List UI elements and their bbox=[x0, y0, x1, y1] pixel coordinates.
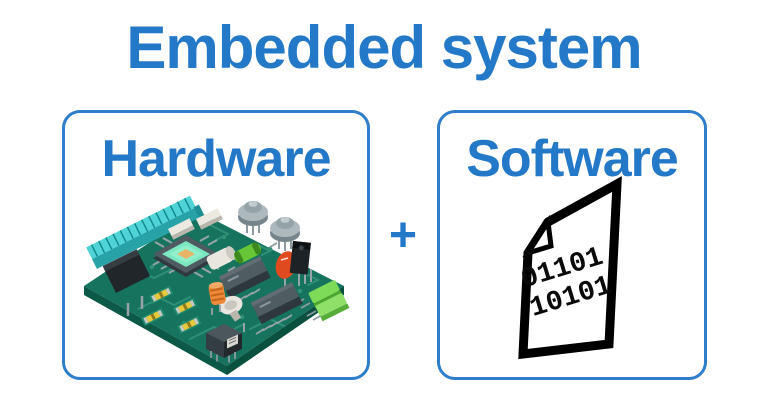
page-title: Embedded system bbox=[126, 14, 642, 81]
binary-document-icon: 01101 10101 bbox=[518, 176, 622, 360]
hardware-box: Hardware bbox=[62, 110, 370, 380]
plus-sign: + bbox=[388, 209, 418, 262]
software-label: Software bbox=[466, 130, 679, 188]
software-box: Software 01101 10101 bbox=[437, 110, 707, 380]
hardware-label: Hardware bbox=[101, 130, 332, 188]
circuit-board-icon bbox=[84, 195, 350, 375]
